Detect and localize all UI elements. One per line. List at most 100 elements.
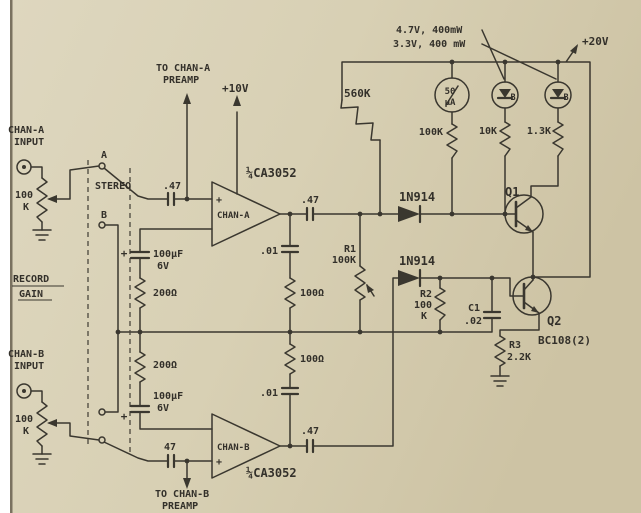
arrow-to-chan-b-preamp — [183, 478, 191, 489]
arrowheads — [47, 44, 578, 489]
label-100ohm-a: 100Ω — [300, 288, 324, 299]
label-cap-100uf-a: 100µF — [153, 249, 183, 260]
label-bc108: BC108(2) — [538, 334, 591, 347]
page-edge — [10, 0, 13, 513]
label-r1-name: R1 — [344, 244, 356, 255]
label-chan-a-input: INPUT — [14, 137, 44, 148]
label-opamp-a-plus: + — [216, 195, 222, 206]
label-pot-a-unit: K — [23, 202, 29, 213]
label-cap-100uf-b-volt: 6V — [157, 403, 169, 414]
label-to-chan-a-preamp: PREAMP — [163, 75, 199, 86]
cap-output-b — [305, 438, 315, 454]
label-10k: 10K — [479, 126, 497, 137]
label-100ohm-b: 100Ω — [300, 354, 324, 365]
label-cap-output-a: .47 — [301, 195, 319, 206]
label-1-3k: 1.3K — [527, 126, 551, 137]
label-cap-01-b: .01 — [260, 388, 278, 399]
resistor-meter-100k — [446, 123, 458, 159]
resistor-1-3k — [552, 121, 564, 157]
arrow-10v — [233, 95, 241, 106]
diode-1n914-1 — [398, 204, 422, 224]
label-r3-name: R3 — [509, 340, 521, 351]
label-meter-value: 50 — [445, 87, 456, 97]
label-200ohm-b: 200Ω — [153, 360, 177, 371]
label-q1: Q1 — [505, 185, 519, 199]
resistor-200ohm-b — [134, 351, 146, 383]
label-record: RECORD — [13, 274, 49, 285]
stereo-switch-contacts — [98, 162, 106, 444]
label-chan-b-input: INPUT — [14, 361, 44, 372]
label-pot-b-value: 100 — [15, 414, 33, 425]
cap-01-b — [280, 386, 300, 396]
cap-output-a — [305, 206, 315, 222]
pot-chan-a-100k — [36, 177, 48, 223]
cap-c1-02 — [482, 310, 502, 320]
label-lamp-2-b: B — [563, 93, 568, 103]
label-to-chan-b: TO CHAN-B — [155, 489, 209, 500]
label-meter-unit: µA — [445, 98, 456, 108]
label-lamp-spec-1: 4.7V, 400mW — [396, 25, 463, 36]
label-r3-value: 2.2K — [507, 352, 531, 363]
label-diode-1: 1N914 — [399, 190, 435, 204]
label-plus-elco-a: + — [121, 247, 128, 260]
label-r2-value: 100 — [414, 300, 432, 311]
label-cap-output-b: .47 — [301, 426, 319, 437]
resistor-r3-2-2k — [494, 335, 506, 367]
input-jack-a — [16, 159, 32, 175]
label-c1-value: .02 — [464, 316, 482, 327]
label-20v: +20V — [582, 35, 609, 48]
label-200ohm-a: 200Ω — [153, 288, 177, 299]
resistor-100ohm-a — [284, 277, 296, 309]
label-chan-a: CHAN-A — [8, 125, 44, 136]
ground-pot-b — [32, 453, 52, 465]
label-switch-a: A — [101, 150, 107, 161]
label-cap-input-a: .47 — [163, 181, 181, 192]
resistors — [36, 99, 564, 447]
label-lamp-spec-2: 3.3V, 400 mW — [393, 39, 466, 50]
label-100k-meter: 100K — [419, 127, 443, 138]
label-pot-a-value: 100 — [15, 190, 33, 201]
label-pot-b-unit: K — [23, 426, 29, 437]
meter-50ua — [434, 77, 470, 113]
cap-100uf-b — [129, 404, 151, 414]
arrow-to-chan-a-preamp — [183, 93, 191, 104]
capacitors — [129, 191, 502, 469]
cap-input-a — [166, 191, 176, 207]
label-opamp-b-plus: + — [216, 457, 222, 468]
pot-r1-100k — [354, 265, 366, 301]
label-cap-01-a: .01 — [260, 246, 278, 257]
arrow-pot-a-wiper — [47, 195, 57, 203]
opamp-chan-a — [211, 181, 281, 247]
label-opamp-b: CHAN-B — [217, 443, 250, 453]
label-to-chan-b-preamp: PREAMP — [162, 501, 198, 512]
label-to-chan-a: TO CHAN-A — [156, 63, 210, 74]
ground-pot-a — [32, 229, 52, 241]
label-switch-b: B — [101, 210, 107, 221]
label-c1-name: C1 — [468, 303, 480, 314]
paper-background — [10, 0, 641, 513]
label-ic-a: ¼CA3052 — [246, 166, 297, 180]
label-diode-2: 1N914 — [399, 254, 435, 268]
arrow-r1-wiper — [366, 284, 374, 293]
label-opamp-a: CHAN-A — [217, 211, 250, 221]
label-r2-name: R2 — [420, 289, 432, 300]
diode-1n914-2 — [398, 268, 422, 288]
cap-input-b — [166, 453, 176, 469]
label-ic-b: ¼CA3052 — [246, 466, 297, 480]
labels: 4.7V, 400mW 3.3V, 400 mW +20V +10V TO CH… — [8, 25, 609, 512]
switch-gang-dashed-lines — [87, 160, 131, 452]
label-chan-b: CHAN-B — [8, 349, 44, 360]
cap-01-a — [280, 244, 300, 254]
junction-dots — [115, 59, 561, 464]
label-10v: +10V — [222, 82, 249, 95]
label-lamp-1-b: B — [510, 93, 515, 103]
label-560k: 560K — [344, 87, 371, 100]
arrow-pot-b-wiper — [47, 419, 57, 427]
resistor-100ohm-b — [284, 343, 296, 375]
resistor-r2-100k — [434, 287, 446, 321]
input-jack-b — [16, 383, 32, 399]
label-cap-100uf-a-volt: 6V — [157, 261, 169, 272]
resistor-560k — [340, 99, 381, 141]
